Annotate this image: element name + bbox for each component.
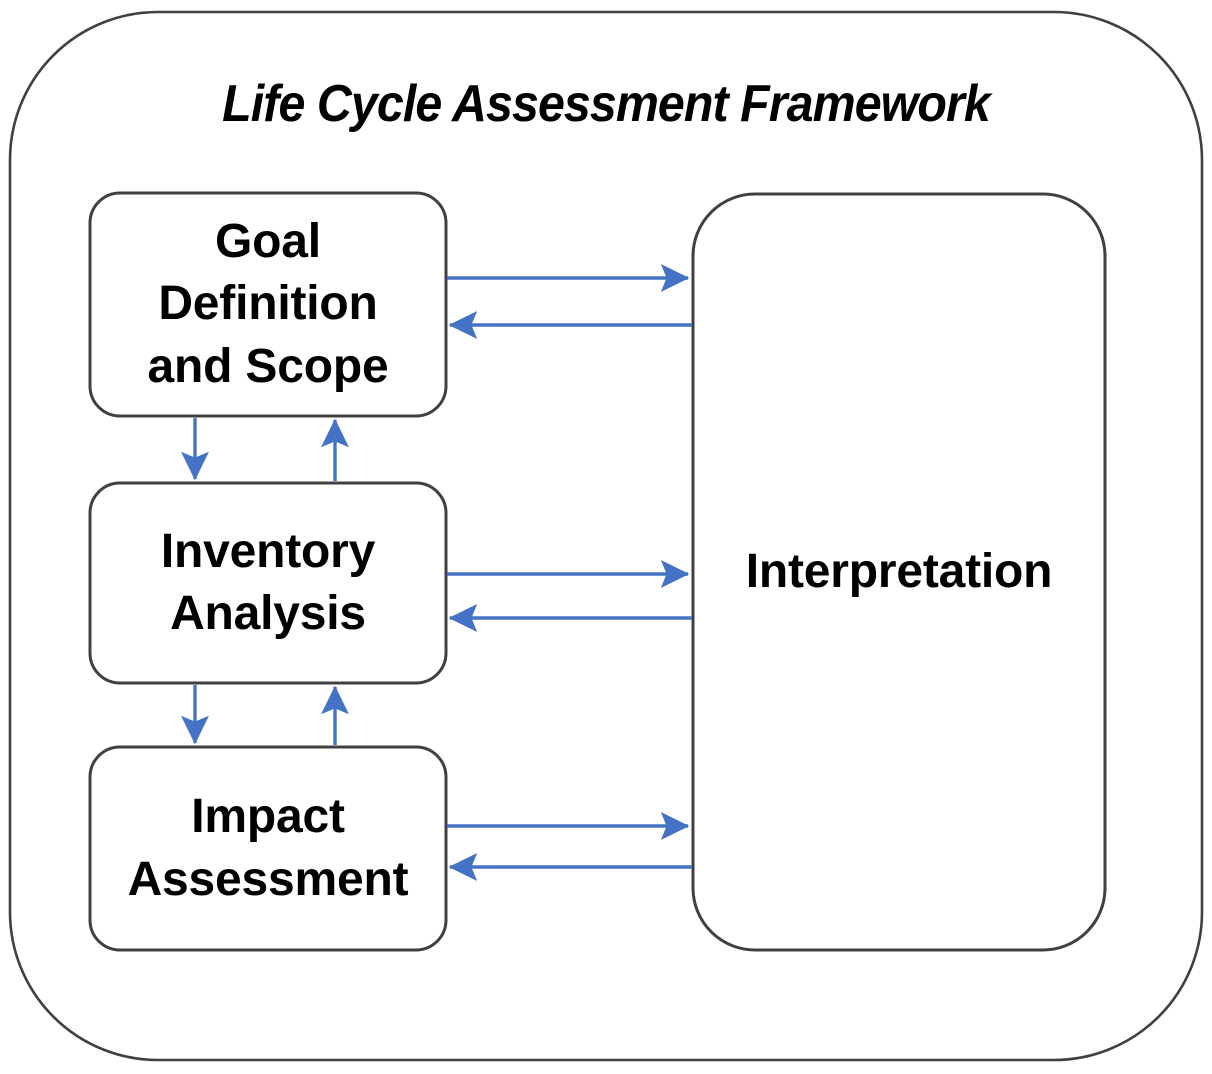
node-box-inventory[interactable]: [88, 481, 448, 685]
node-box-interpretation[interactable]: [691, 192, 1107, 952]
diagram-title: Life Cycle Assessment Framework: [222, 75, 991, 133]
node-box-goal[interactable]: [88, 191, 448, 418]
node-box-impact[interactable]: [88, 745, 448, 952]
